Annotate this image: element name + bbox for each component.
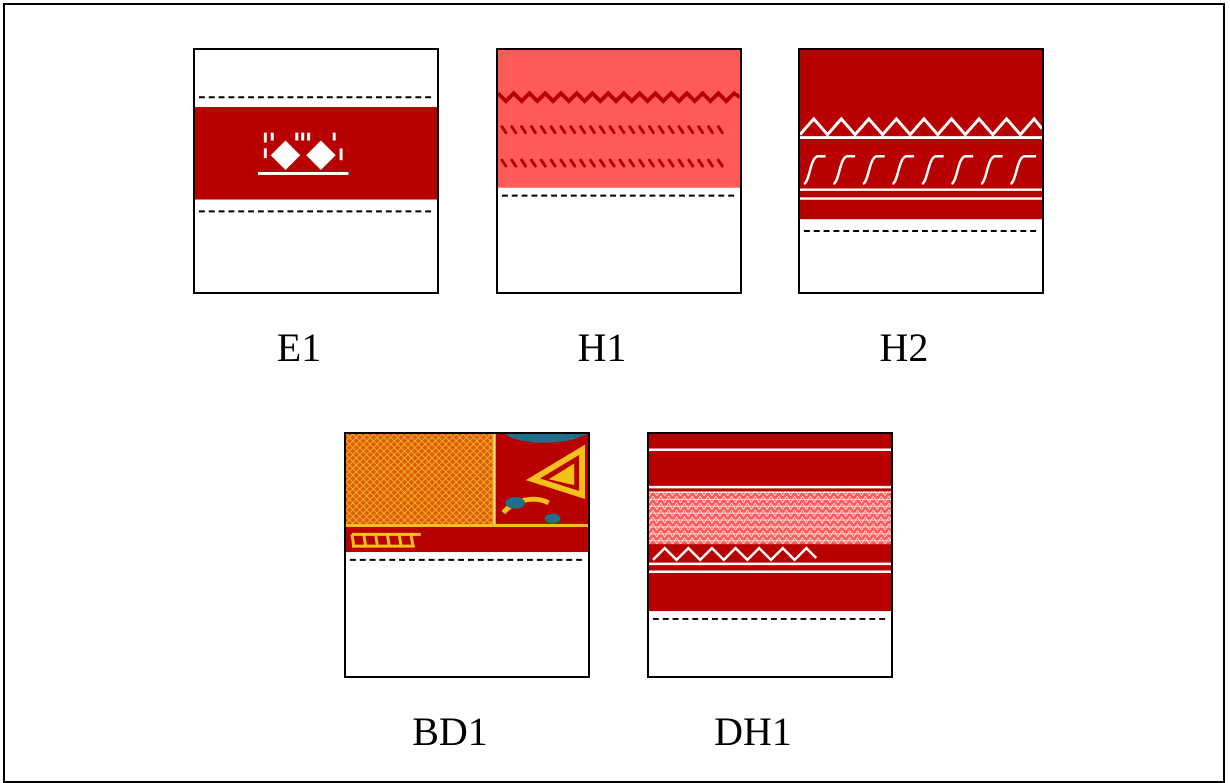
label-bd1: BD1 [327, 712, 573, 752]
pattern-swatch-e1 [193, 48, 439, 294]
bd1-teal-blob-2 [545, 514, 561, 524]
dh1-pattern-graphic [649, 434, 891, 676]
label-h1: H1 [479, 328, 725, 368]
pattern-swatch-bd1 [344, 432, 590, 678]
pattern-swatch-dh1 [647, 432, 893, 678]
h2-red-band [800, 50, 1042, 219]
e1-pattern-graphic [195, 50, 437, 292]
dh1-lattice-band [649, 491, 891, 544]
bd1-teal-blob-1 [505, 497, 525, 509]
bd1-orange-mesh-panel [346, 434, 494, 525]
pattern-swatch-h2 [798, 48, 1044, 294]
label-e1: E1 [176, 328, 422, 368]
bd1-red-band [346, 525, 588, 553]
bd1-pattern-graphic [346, 434, 588, 676]
label-h2: H2 [781, 328, 1027, 368]
pattern-swatch-h1 [496, 48, 742, 294]
label-dh1: DH1 [630, 712, 876, 752]
h1-pattern-graphic [498, 50, 740, 292]
h2-pattern-graphic [800, 50, 1042, 292]
